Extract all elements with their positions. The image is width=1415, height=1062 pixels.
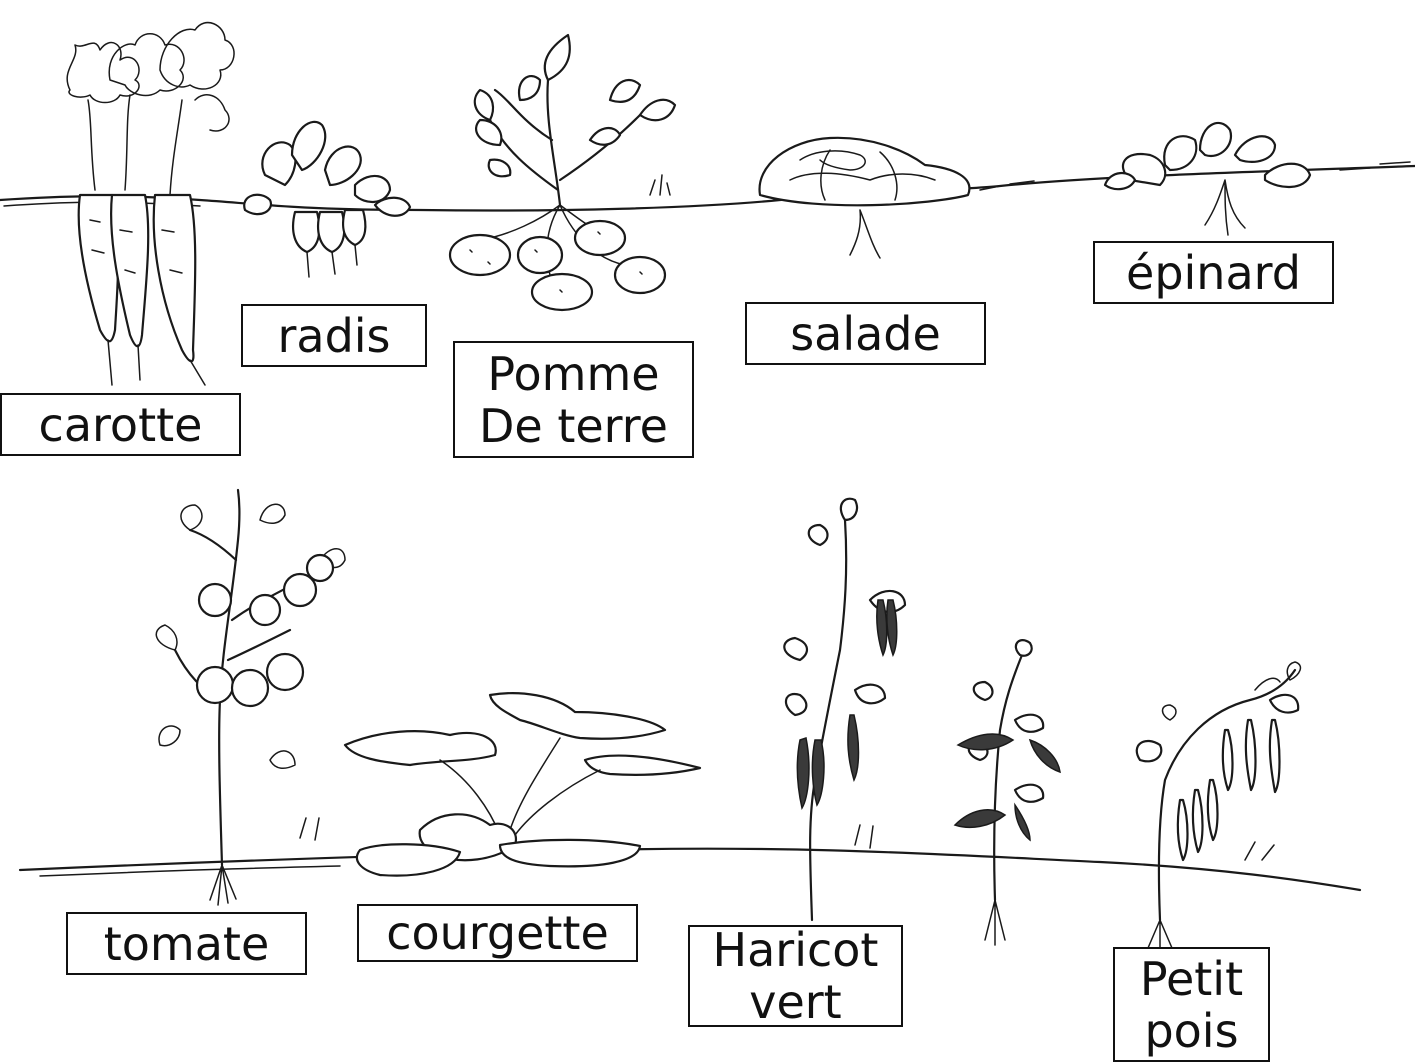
label-petit-pois-line2: pois — [1144, 1005, 1238, 1057]
label-haricot-vert-line2: vert — [749, 976, 841, 1028]
label-pomme-de-terre: Pomme De terre — [453, 341, 694, 458]
label-epinard-text: épinard — [1126, 247, 1301, 299]
label-carotte: carotte — [0, 393, 241, 456]
label-epinard: épinard — [1093, 241, 1334, 304]
label-radis: radis — [241, 304, 427, 367]
label-salade: salade — [745, 302, 986, 365]
label-haricot-vert: Haricot vert — [688, 925, 903, 1027]
label-courgette-text: courgette — [386, 907, 609, 959]
spinach-plant — [1105, 123, 1310, 235]
label-courgette: courgette — [357, 904, 638, 962]
potato-plant — [450, 35, 675, 310]
pea-pod-plant — [955, 640, 1060, 945]
label-tomate: tomate — [66, 912, 307, 975]
tomato-plant — [156, 490, 345, 905]
lettuce-plant — [760, 138, 970, 258]
top-ground-line — [0, 162, 1415, 211]
radish-plant — [244, 122, 410, 277]
label-carotte-text: carotte — [39, 399, 203, 451]
label-tomate-text: tomate — [104, 918, 270, 970]
label-haricot-vert-line1: Haricot — [713, 924, 879, 976]
green-bean-plant — [784, 499, 905, 920]
label-petit-pois-line1: Petit — [1140, 953, 1243, 1005]
pea-plant — [1137, 662, 1301, 952]
label-salade-text: salade — [790, 308, 941, 360]
label-radis-text: radis — [277, 310, 390, 362]
label-petit-pois: Petit pois — [1113, 947, 1270, 1062]
label-pomme-de-terre-line1: Pomme — [487, 348, 659, 400]
label-pomme-de-terre-line2: De terre — [479, 400, 668, 452]
